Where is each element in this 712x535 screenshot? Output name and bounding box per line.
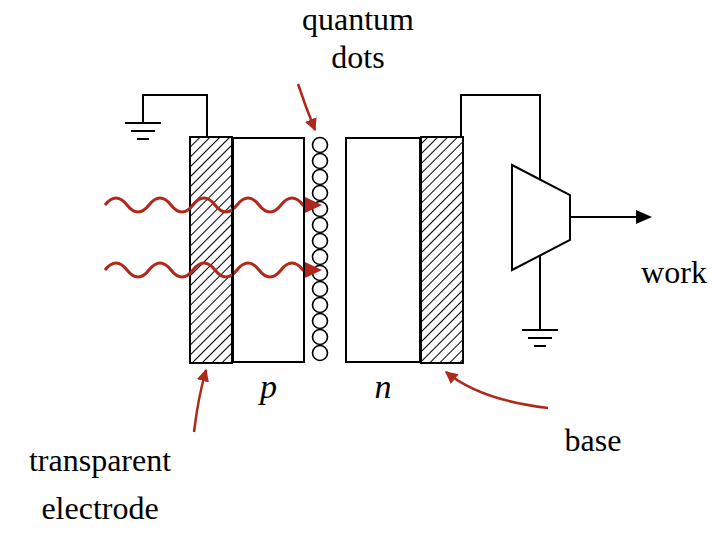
arrowhead (305, 262, 322, 278)
base-electrode (421, 137, 463, 363)
work-label: work (640, 252, 708, 292)
quantum-dot-column (313, 138, 328, 361)
light-wave (105, 198, 309, 277)
turbine-symbol (512, 165, 570, 270)
output-wire (461, 95, 540, 180)
ground-symbol (522, 330, 558, 346)
semiconductor-layer: n (345, 137, 421, 363)
arrowhead (636, 210, 652, 224)
ground-wire (539, 256, 541, 330)
work-arrow (570, 216, 638, 218)
leader-line (194, 84, 548, 432)
quantum-dots-label: quantum dots (283, 0, 433, 76)
layer-label: p (260, 367, 277, 407)
electrode-label: transparent electrode (5, 436, 195, 532)
semiconductor-layer: p (232, 137, 305, 363)
base-label: base (548, 420, 638, 460)
ground-symbol (125, 123, 161, 139)
arrowhead (305, 197, 322, 213)
transparent-electrode (190, 137, 232, 363)
layer-label: n (375, 367, 392, 407)
